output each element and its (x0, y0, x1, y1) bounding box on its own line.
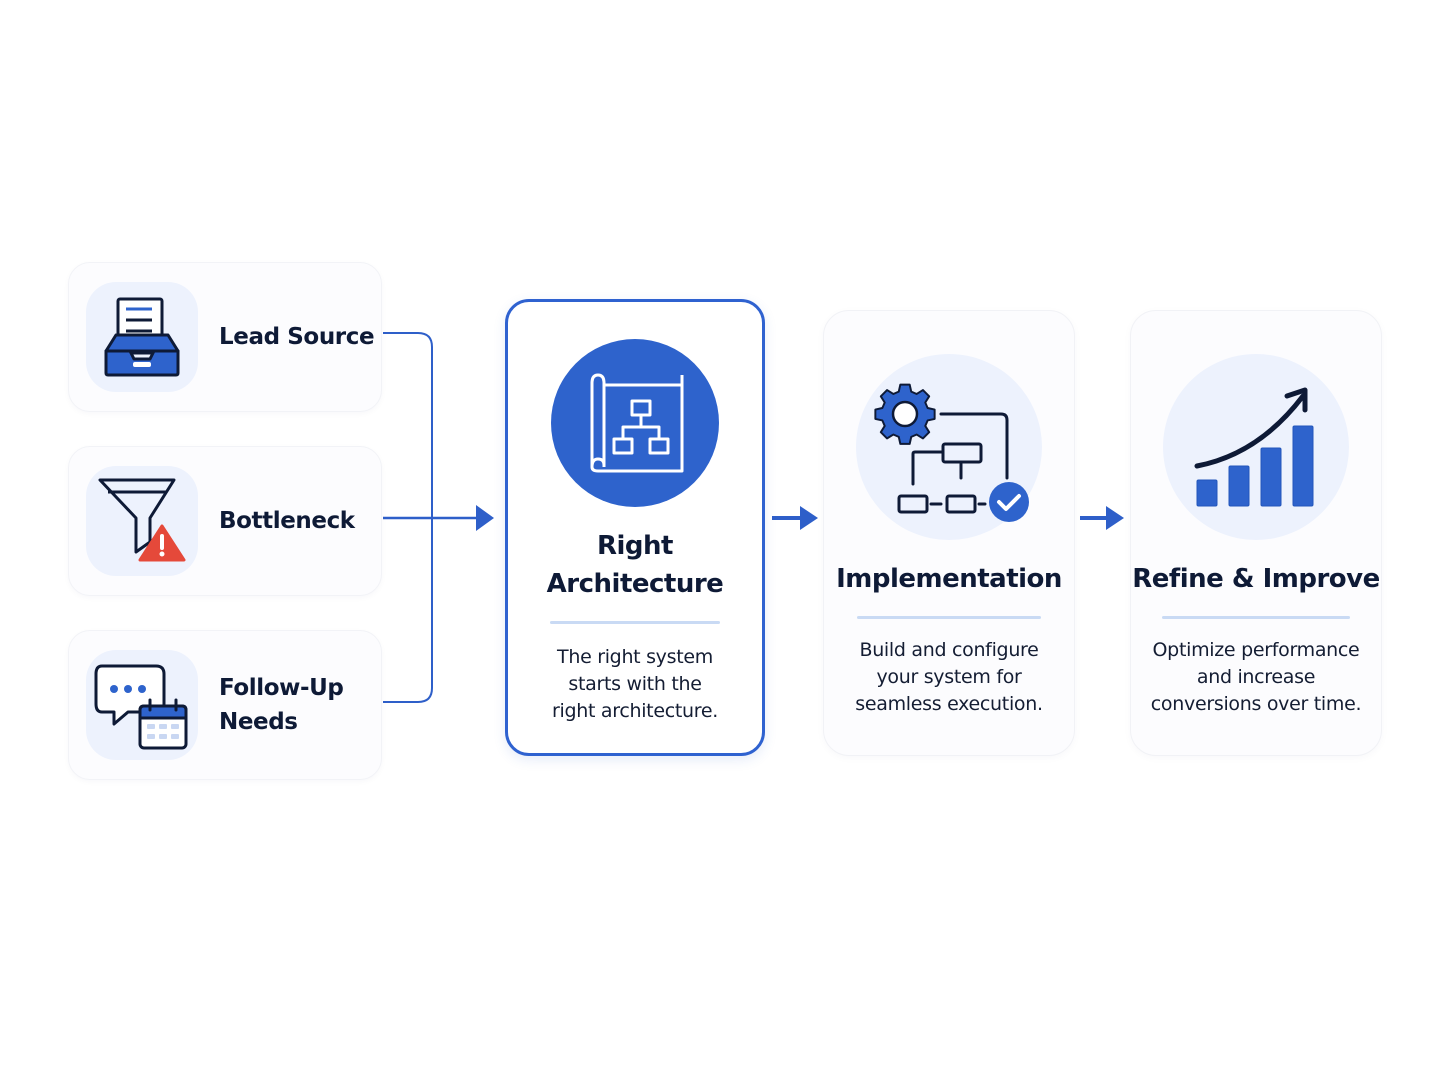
step-description: Build and configure your system for seam… (829, 637, 1069, 718)
step-icon-circle (551, 339, 719, 507)
step-icon-circle (856, 354, 1042, 540)
arrow-architecture-to-implementation (772, 506, 818, 530)
step-divider (1162, 616, 1350, 619)
input-label: Follow-Up Needs (219, 671, 344, 739)
arrow-into-architecture (476, 505, 494, 531)
inbox-tray-icon (104, 297, 180, 377)
connector-lead-source (383, 332, 433, 703)
step-title: Right Architecture (547, 527, 724, 603)
icon-tile (86, 466, 198, 576)
input-label: Lead Source (219, 324, 375, 350)
funnel-warning-icon (98, 478, 186, 562)
arrow-implementation-to-refine (1080, 506, 1124, 530)
step-card-right-architecture: Right Architecture The right system star… (505, 299, 765, 756)
step-divider (857, 616, 1041, 619)
input-label: Bottleneck (219, 508, 355, 534)
step-description-line: Build and configure (859, 639, 1039, 661)
chat-calendar-icon (94, 664, 188, 750)
step-title: Refine & Improve (1132, 564, 1380, 594)
growth-chart-icon (1194, 387, 1314, 507)
step-description-line: starts with the (568, 673, 702, 695)
input-card-lead-source: Lead Source (68, 262, 382, 412)
step-description-line: and increase (1196, 666, 1316, 688)
input-label-line: Needs (219, 709, 298, 735)
step-title-line: Right (597, 531, 673, 561)
step-description-line: right architecture. (552, 700, 718, 722)
step-icon-circle (1163, 354, 1349, 540)
input-label-line: Follow-Up (219, 675, 344, 701)
step-description: The right system starts with the right a… (515, 644, 755, 725)
step-card-implementation: Implementation Build and configure your … (823, 310, 1075, 756)
blueprint-hierarchy-icon (590, 373, 684, 473)
step-description-line: seamless execution. (855, 693, 1043, 715)
icon-tile (86, 650, 198, 760)
step-title-line: Architecture (546, 569, 724, 599)
step-description-line: conversions over time. (1150, 693, 1362, 715)
input-card-bottleneck: Bottleneck (68, 446, 382, 596)
step-card-refine-improve: Refine & Improve Optimize performance an… (1130, 310, 1382, 756)
step-description-line: The right system (557, 646, 713, 668)
icon-tile (86, 282, 198, 392)
step-divider (550, 621, 720, 624)
step-description-line: your system for (876, 666, 1022, 688)
step-title: Implementation (836, 564, 1062, 594)
step-description-line: Optimize performance (1152, 639, 1360, 661)
input-card-follow-up-needs: Follow-Up Needs (68, 630, 382, 780)
step-description: Optimize performance and increase conver… (1136, 637, 1376, 718)
gear-flowchart-check-icon (874, 383, 1029, 522)
